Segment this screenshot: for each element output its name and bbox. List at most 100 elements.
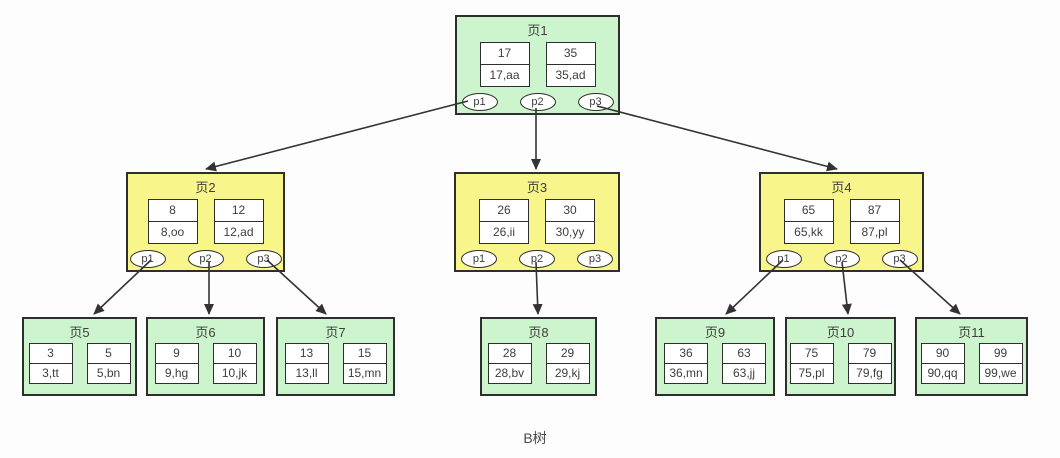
entry-box: 87 87,pl <box>849 199 900 244</box>
entry-box: 8 8,oo <box>147 199 198 244</box>
entry-box: 99 99,we <box>978 343 1023 384</box>
entry-value: 12,ad <box>223 225 254 239</box>
node-title: 页8 <box>528 325 549 340</box>
entry-value: 65,kk <box>794 225 823 239</box>
entry-value: 10,jk <box>221 366 248 380</box>
entry-key: 26 <box>480 200 528 222</box>
entry-key: 3 <box>29 344 72 364</box>
entry-row: 26 26,ii 30 30,yy <box>479 199 595 244</box>
entry-key: 9 <box>155 344 198 364</box>
entry-key: 35 <box>546 43 595 65</box>
entry-key: 17 <box>480 43 529 65</box>
entry-box: 75 75,pl <box>789 343 834 384</box>
entry-key: 87 <box>850 200 899 222</box>
entry-box: 63 63,jj <box>722 343 766 384</box>
entry-key: 10 <box>213 344 256 364</box>
entry-value: 28,bv <box>494 366 525 380</box>
pointer-row: p1 p2 p3 <box>461 250 613 268</box>
entry-value: 90,qq <box>927 366 958 380</box>
pointer-row: p1 p2 p3 <box>129 250 282 268</box>
entry-key: 99 <box>979 344 1022 364</box>
entry-row: 8 8,oo 12 12,ad <box>147 199 264 244</box>
entry-value: 9,hg <box>164 366 189 380</box>
entry-box: 79 79,fg <box>847 343 892 384</box>
node-title: 页9 <box>704 325 726 340</box>
entry-box: 90 90,qq <box>920 343 965 384</box>
entry-value: 8,oo <box>160 225 185 239</box>
node-title: 页7 <box>325 325 346 340</box>
node-title: 页5 <box>69 325 90 340</box>
pointer-row: p1 p2 p3 <box>765 250 918 268</box>
entry-key: 8 <box>148 200 197 222</box>
btree-node-page3: 页3 26 26,ii 30 30,yy p1 p2 p3 <box>454 172 620 272</box>
entry-row: 65 65,kk 87 87,pl <box>783 199 900 244</box>
pointer-p3: p3 <box>881 250 918 268</box>
entry-value: 13,ll <box>295 366 318 380</box>
entry-value: 5,bn <box>96 366 121 380</box>
entry-row: 9 9,hg 10 10,jk <box>154 343 257 384</box>
entry-box: 36 36,mn <box>664 343 708 384</box>
entry-key: 75 <box>790 344 833 364</box>
entry-key: 30 <box>546 200 594 222</box>
pointer-p2: p2 <box>187 250 224 268</box>
entry-key: 65 <box>784 200 833 222</box>
btree-node-page9: 页9 36 36,mn 63 63,jj <box>655 317 775 396</box>
node-title: 页4 <box>831 180 852 195</box>
entry-value: 26,ii <box>492 225 515 239</box>
btree-node-page8: 页8 28 28,bv 29 29,kj <box>480 317 597 396</box>
entry-key: 90 <box>921 344 964 364</box>
btree-node-page2: 页2 8 8,oo 12 12,ad p1 p2 p3 <box>126 172 285 272</box>
entry-row: 3 3,tt 5 5,bn <box>28 343 131 384</box>
btree-node-page1: 页1 17 17,aa 35 35,ad p1 p2 p3 <box>455 15 620 115</box>
entry-value: 35,ad <box>555 68 586 82</box>
entry-box: 12 12,ad <box>213 199 264 244</box>
edge-page1p1-page2 <box>205 100 469 172</box>
entry-row: 17 17,aa 35 35,ad <box>479 42 596 87</box>
entry-row: 28 28,bv 29 29,kj <box>487 343 590 384</box>
entry-value: 99,we <box>984 366 1017 380</box>
btree-node-page11: 页11 90 90,qq 99 99,we <box>915 317 1028 396</box>
pointer-p1: p1 <box>129 250 166 268</box>
edge-page1p3-page4 <box>596 105 838 172</box>
pointer-p3: p3 <box>245 250 282 268</box>
entry-value: 63,jj <box>732 366 755 380</box>
pointer-p2: p2 <box>519 250 555 268</box>
node-title: 页1 <box>527 23 548 38</box>
btree-node-page10: 页10 75 75,pl 79 79,fg <box>785 317 896 396</box>
entry-box: 30 30,yy <box>545 199 595 244</box>
entry-row: 36 36,mn 63 63,jj <box>664 343 766 384</box>
entry-value: 30,yy <box>555 225 585 239</box>
entry-box: 10 10,jk <box>212 343 257 384</box>
node-title: 页6 <box>195 325 216 340</box>
node-title: 页3 <box>526 180 548 195</box>
entry-value: 79,fg <box>856 366 883 380</box>
pointer-p3: p3 <box>577 250 613 268</box>
entry-key: 36 <box>665 344 707 364</box>
entry-box: 13 13,ll <box>284 343 329 384</box>
entry-value: 87,pl <box>861 225 888 239</box>
entry-box: 28 28,bv <box>487 343 532 384</box>
diagram-caption: B树 <box>523 430 547 446</box>
entry-box: 3 3,tt <box>28 343 73 384</box>
entry-row: 75 75,pl 79 79,fg <box>789 343 892 384</box>
entry-key: 12 <box>214 200 263 222</box>
entry-box: 15 15,mn <box>342 343 387 384</box>
entry-value: 17,aa <box>489 68 520 82</box>
entry-box: 26 26,ii <box>479 199 529 244</box>
pointer-p1: p1 <box>765 250 802 268</box>
node-title: 页2 <box>195 180 216 195</box>
entry-value: 36,mn <box>669 366 703 380</box>
entry-key: 29 <box>546 344 589 364</box>
entry-key: 28 <box>488 344 531 364</box>
pointer-p1: p1 <box>461 93 498 111</box>
node-title: 页10 <box>826 325 855 340</box>
entry-key: 5 <box>87 344 130 364</box>
entry-key: 63 <box>723 344 765 364</box>
pointer-p2: p2 <box>519 93 556 111</box>
entry-value: 15,mn <box>347 366 382 380</box>
entry-row: 90 90,qq 99 99,we <box>920 343 1023 384</box>
entry-box: 9 9,hg <box>154 343 199 384</box>
btree-node-page7: 页7 13 13,ll 15 15,mn <box>276 317 395 396</box>
entry-value: 29,kj <box>554 366 581 380</box>
